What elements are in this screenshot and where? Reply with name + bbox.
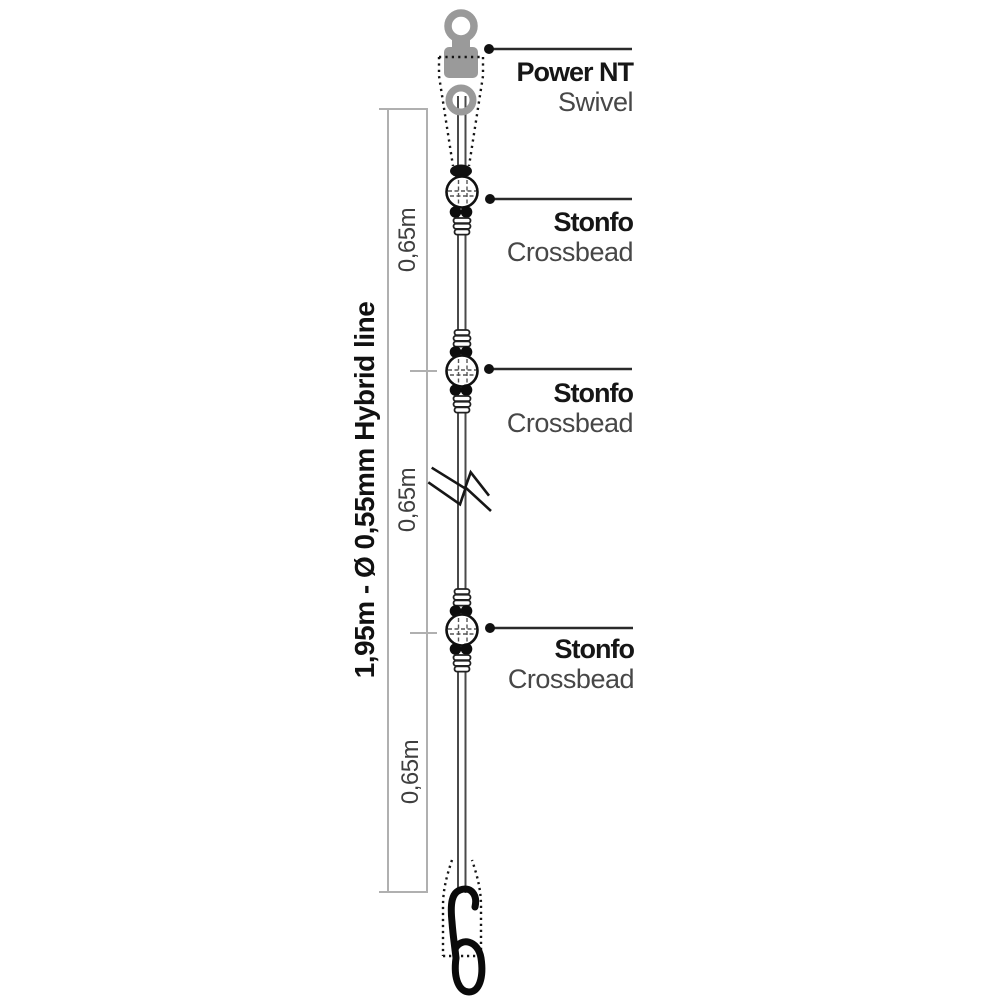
total-length-label: 1,95m - Ø 0,55mm Hybrid line	[349, 301, 380, 679]
leader-dot-crossbead-1	[485, 194, 495, 204]
ribbed-sleeve	[452, 588, 472, 607]
leader-dot-swivel	[484, 44, 494, 54]
swivel-bottom-ring	[445, 84, 477, 116]
callout-crossbead-3-type: Crossbead	[507, 664, 635, 694]
swivel-barrel	[444, 47, 478, 78]
swivel-top-ring	[444, 9, 478, 43]
stop-beads	[449, 643, 473, 655]
callout-swivel: Power NT Swivel	[516, 57, 634, 117]
ribbed-sleeve	[452, 329, 472, 348]
ribbed-sleeve	[452, 654, 472, 673]
knot-dotted-outline-top	[437, 55, 485, 167]
snap-link-graphic	[447, 885, 486, 996]
leader-dot-crossbead-2	[484, 364, 494, 374]
swivel-graphic	[444, 9, 478, 116]
callout-crossbead-2-type: Crossbead	[506, 408, 634, 438]
callout-swivel-type: Swivel	[557, 87, 634, 117]
callout-crossbead-1-type: Crossbead	[506, 237, 634, 267]
callout-crossbead-3-name: Stonfo	[554, 634, 635, 664]
stop-beads	[449, 384, 473, 396]
callout-crossbead-1-name: Stonfo	[553, 207, 634, 237]
ribbed-sleeve	[452, 395, 472, 414]
ribbed-sleeve	[452, 217, 472, 236]
segment-length-label-3: 0,65m	[397, 739, 424, 805]
stop-beads	[449, 206, 473, 218]
callout-crossbead-2-name: Stonfo	[553, 378, 634, 408]
crossbead-graphic-2	[445, 329, 479, 414]
line-break-symbol	[427, 466, 492, 512]
crossbead-graphic-3	[445, 588, 479, 673]
dimension-bracket	[379, 108, 437, 893]
crossbead-graphic-1	[445, 175, 479, 236]
knot-dotted-outline-bottom	[441, 859, 483, 958]
swivel-neck	[452, 36, 470, 50]
segment-length-label-2: 0,65m	[394, 467, 421, 533]
callout-crossbead-2: Stonfo Crossbead	[506, 378, 634, 438]
segment-length-label-1: 0,65m	[394, 207, 421, 273]
leader-dots	[484, 44, 495, 633]
callout-crossbead-3: Stonfo Crossbead	[507, 634, 635, 694]
callout-crossbead-1: Stonfo Crossbead	[506, 207, 634, 267]
leader-dot-crossbead-3	[485, 623, 495, 633]
leader-lines	[489, 47, 633, 630]
callout-swivel-name: Power NT	[516, 57, 634, 87]
